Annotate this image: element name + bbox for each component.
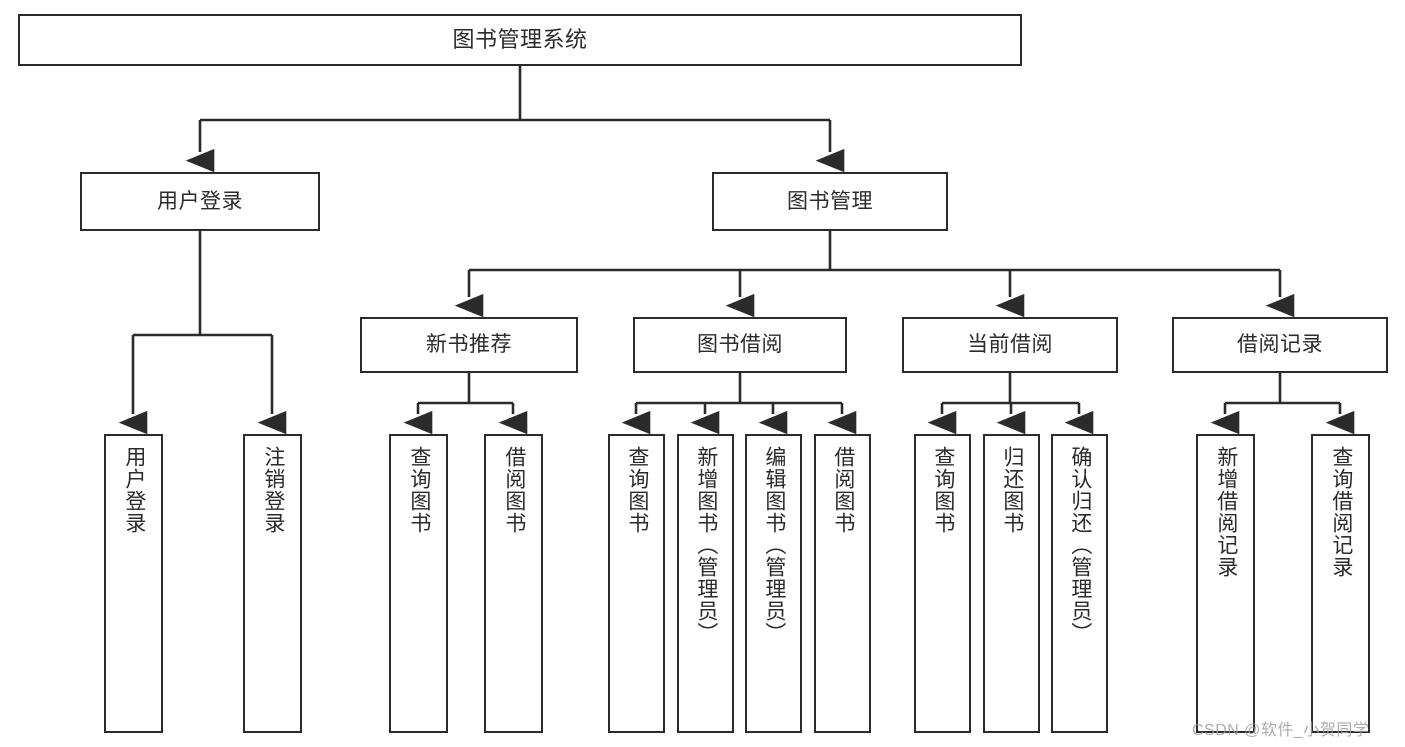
node-leaf-edit-book[interactable]: 编辑图书（管理员）: [745, 434, 802, 733]
node-borrow-record-label: 借阅记录: [1237, 333, 1323, 357]
node-new-book-recommend[interactable]: 新书推荐: [360, 317, 578, 373]
node-leaf-borrow-book-2[interactable]: 借阅图书: [814, 434, 871, 733]
node-leaf-confirm-return[interactable]: 确认归还（管理员）: [1051, 434, 1108, 733]
edge-group-new-book-recommend: [403, 373, 528, 435]
node-user-login[interactable]: 用户登录: [80, 172, 320, 231]
node-leaf-return-book-label: 归还图书: [1000, 446, 1024, 534]
node-current-borrow[interactable]: 当前借阅: [902, 317, 1118, 373]
node-leaf-query-book-1-label: 查询图书: [407, 446, 431, 534]
node-leaf-edit-book-label: 编辑图书（管理员）: [762, 446, 786, 644]
node-leaf-borrow-book-2-label: 借阅图书: [831, 446, 855, 534]
node-leaf-add-book[interactable]: 新增图书（管理员）: [677, 434, 734, 733]
node-book-borrow[interactable]: 图书借阅: [633, 317, 847, 373]
node-leaf-borrow-book-1-label: 借阅图书: [502, 446, 526, 534]
node-leaf-query-book-1[interactable]: 查询图书: [389, 434, 448, 733]
node-leaf-add-borrow-record[interactable]: 新增借阅记录: [1196, 434, 1255, 733]
node-book-management[interactable]: 图书管理: [712, 172, 948, 231]
csdn-watermark: CSDN @软件_小贺同学: [1192, 722, 1370, 739]
node-root-label: 图书管理系统: [452, 26, 588, 52]
node-leaf-add-book-label: 新增图书（管理员）: [694, 446, 718, 644]
node-leaf-logout-login-label: 注销登录: [261, 446, 285, 534]
edge-group-root: [185, 66, 845, 173]
node-leaf-logout-login[interactable]: 注销登录: [243, 434, 302, 733]
node-leaf-query-borrow-record[interactable]: 查询借阅记录: [1311, 434, 1370, 733]
node-user-login-label: 用户登录: [157, 189, 243, 213]
node-leaf-confirm-return-label: 确认归还（管理员）: [1068, 446, 1092, 644]
edge-group-user-login: [118, 231, 287, 435]
edge-group-current-borrow: [927, 373, 1094, 435]
node-leaf-return-book[interactable]: 归还图书: [983, 434, 1040, 733]
node-leaf-user-login-label: 用户登录: [122, 446, 146, 534]
node-book-management-label: 图书管理: [787, 189, 873, 213]
node-borrow-record[interactable]: 借阅记录: [1172, 317, 1388, 373]
edge-group-book-management: [454, 231, 1295, 318]
node-book-borrow-label: 图书借阅: [697, 333, 783, 357]
node-leaf-user-login[interactable]: 用户登录: [104, 434, 163, 733]
node-leaf-query-book-2-label: 查询图书: [625, 446, 649, 534]
node-new-book-recommend-label: 新书推荐: [426, 333, 512, 357]
edge-group-borrow-record: [1210, 373, 1355, 435]
node-leaf-query-borrow-record-label: 查询借阅记录: [1329, 446, 1353, 578]
node-leaf-add-borrow-record-label: 新增借阅记录: [1214, 446, 1238, 578]
node-leaf-query-book-3-label: 查询图书: [931, 446, 955, 534]
node-root[interactable]: 图书管理系统: [18, 14, 1022, 66]
node-leaf-query-book-3[interactable]: 查询图书: [914, 434, 971, 733]
edge-group-book-borrow: [621, 373, 857, 435]
node-leaf-query-book-2[interactable]: 查询图书: [608, 434, 665, 733]
node-leaf-borrow-book-1[interactable]: 借阅图书: [484, 434, 543, 733]
node-current-borrow-label: 当前借阅: [967, 333, 1053, 357]
